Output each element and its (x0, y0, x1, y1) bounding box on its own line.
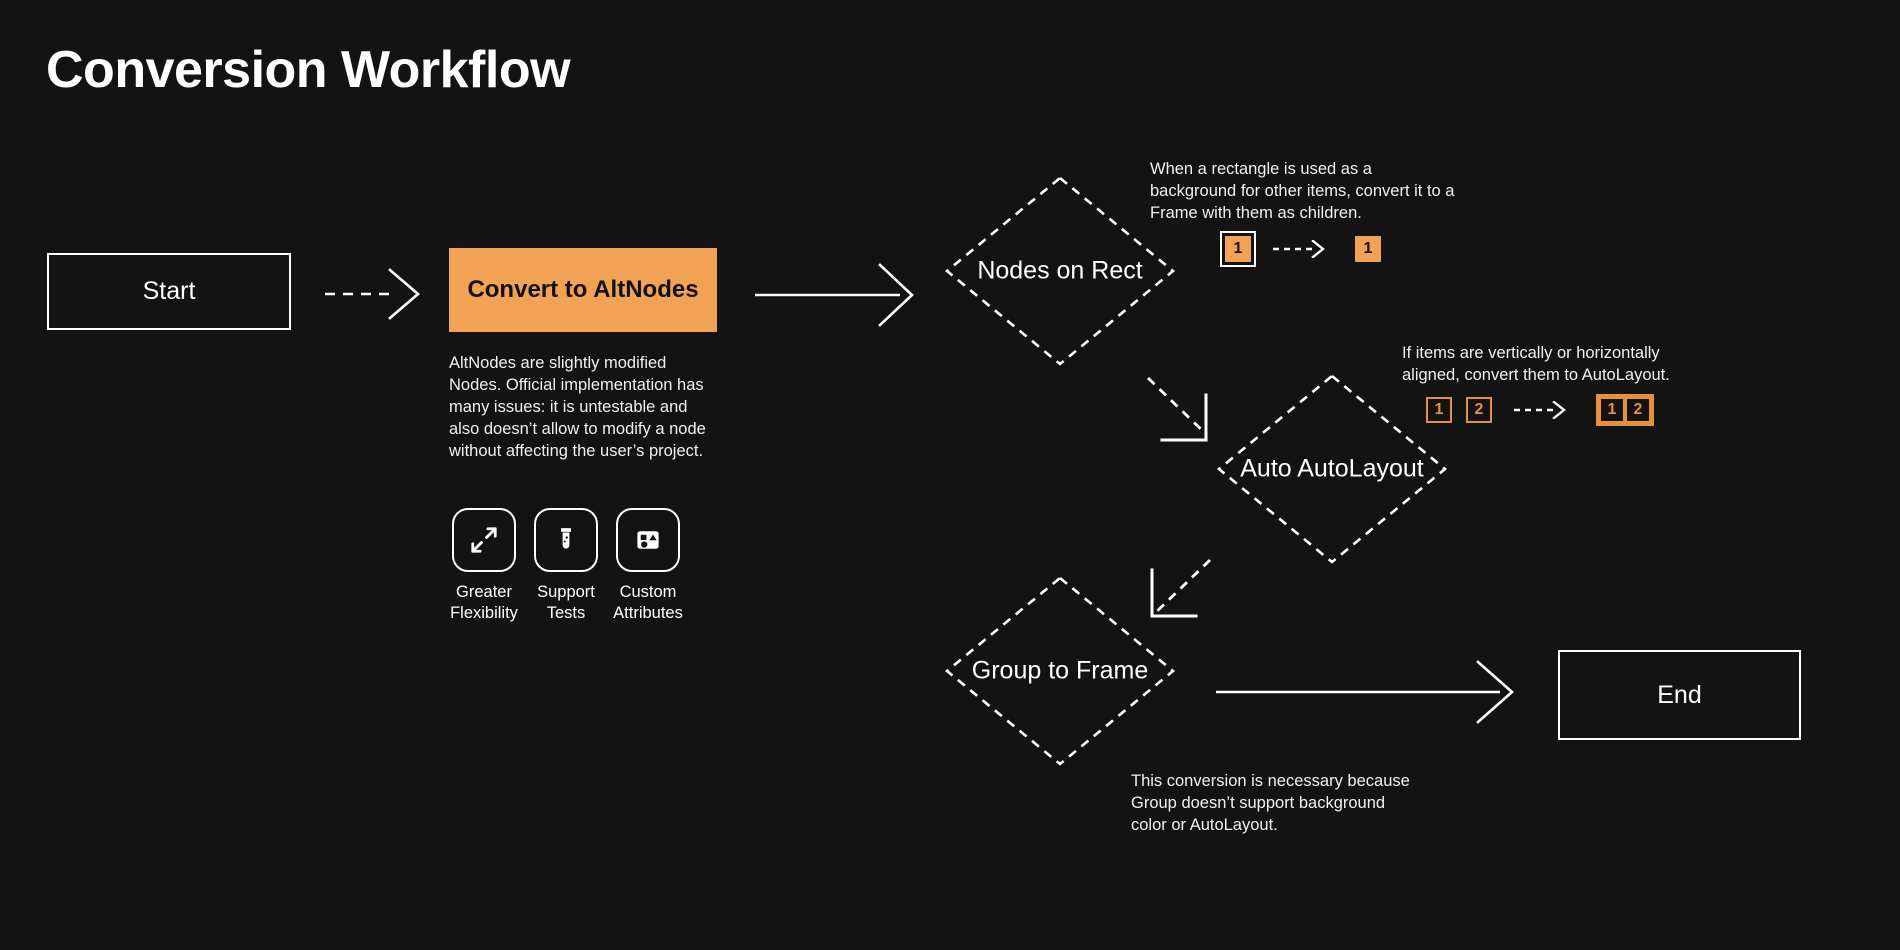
badge-after-1: 1 (1355, 236, 1381, 262)
badge-before-1: 1 (1220, 231, 1256, 267)
page-title: Conversion Workflow (46, 41, 571, 99)
note-rect-background: When a rectangle is used as a background… (1150, 160, 1455, 222)
badge-row-autolayout-example: 1 2 1 2 (1426, 394, 1654, 426)
badge-before-1: 1 (1426, 397, 1452, 423)
edge-nodesonrect-to-autoautolayout (1147, 376, 1208, 442)
feature-support-tests[interactable]: Support Tests (534, 508, 598, 624)
feature-icon-frame (452, 508, 516, 572)
feature-list: Greater Flexibility Support Tests (450, 508, 683, 624)
node-start[interactable]: Start (47, 253, 291, 330)
test-tube-icon (561, 528, 571, 549)
badge-after-1: 1 (1599, 397, 1625, 423)
node-convert-label: Convert to AltNodes (467, 276, 699, 303)
badge-arrow (1514, 400, 1574, 420)
feature-icon-frame (534, 508, 598, 572)
node-end[interactable]: End (1558, 650, 1801, 740)
node-nodes-on-rect[interactable]: Nodes on Rect (944, 175, 1176, 367)
shapes-icon (637, 531, 659, 549)
feature-label: Support Tests (537, 583, 595, 622)
feature-label: Greater Flexibility (450, 583, 518, 622)
badge-before-2: 2 (1466, 397, 1492, 423)
expand-arrows-icon (471, 527, 497, 553)
badge-after-2: 2 (1625, 397, 1651, 423)
node-group-to-frame-label: Group to Frame (971, 656, 1149, 685)
node-auto-autolayout[interactable]: Auto AutoLayout (1216, 373, 1448, 565)
edge-start-to-convert (325, 268, 420, 320)
edge-grouptoframe-to-end (1216, 660, 1514, 724)
badge-group-autolayout: 1 2 (1596, 394, 1654, 426)
node-nodes-on-rect-label: Nodes on Rect (977, 256, 1143, 285)
note-group-support: This conversion is necessary because Gro… (1131, 772, 1410, 834)
feature-greater-flexibility[interactable]: Greater Flexibility (450, 508, 518, 624)
node-convert-to-altnodes[interactable]: Convert to AltNodes (449, 248, 717, 332)
note-altnodes: AltNodes are slightly modified Nodes. Of… (449, 354, 706, 460)
node-group-to-frame[interactable]: Group to Frame (944, 575, 1176, 767)
note-aligned-items: If items are vertically or horizontally … (1402, 344, 1670, 384)
node-end-label: End (1657, 680, 1702, 709)
badge-arrow (1273, 239, 1333, 259)
feature-custom-attributes[interactable]: Custom Attributes (613, 508, 683, 624)
badge-row-rect-example: 1 1 (1220, 231, 1381, 267)
diamond-outline (944, 176, 1176, 366)
feature-label: Custom Attributes (613, 583, 683, 622)
node-auto-autolayout-label: Auto AutoLayout (1240, 454, 1424, 483)
feature-icon-frame (616, 508, 680, 572)
edge-convert-to-nodesonrect (755, 263, 914, 327)
diamond-outline (1216, 374, 1448, 564)
node-start-label: Start (142, 277, 196, 305)
diamond-outline (944, 576, 1176, 766)
